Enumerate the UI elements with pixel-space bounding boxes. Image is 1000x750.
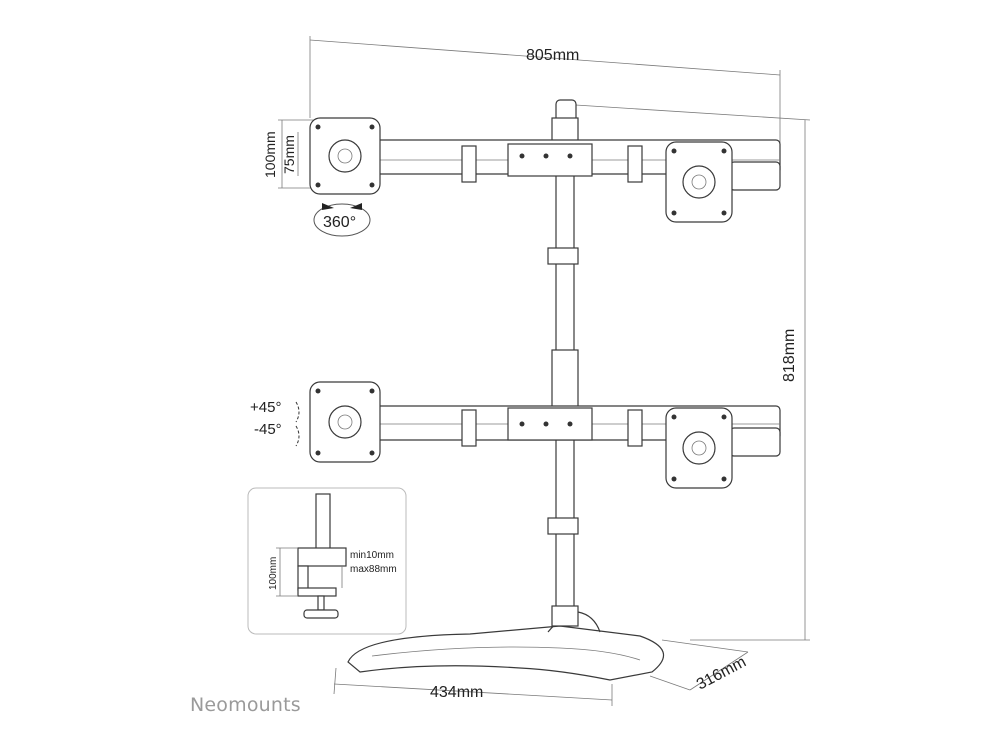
- base-depth-label: 316mm: [694, 653, 749, 693]
- width-label: 805mm: [526, 47, 579, 64]
- base-width-label: 434mm: [430, 684, 483, 701]
- vesa-dimension: 100mm 75mm: [262, 119, 318, 189]
- height-label: 818mm: [781, 329, 798, 382]
- tilt-down-label: -45°: [254, 421, 282, 438]
- rotation-label: 360°: [323, 214, 356, 231]
- width-dimension: 805mm: [309, 36, 781, 150]
- cable-clip: [547, 247, 579, 265]
- pole: [547, 99, 579, 627]
- clamp-min-label: min10mm: [350, 550, 394, 561]
- vesa-outer-label: 100mm: [262, 131, 278, 178]
- clamp-max-label: max88mm: [350, 564, 397, 575]
- tilt-indicator: +45° -45°: [250, 399, 300, 447]
- tilt-up-label: +45°: [250, 399, 281, 416]
- height-dimension: 818mm: [559, 103, 811, 641]
- clamp-height-label: 100mm: [268, 557, 279, 590]
- vesa-plate-bottom-left: [309, 381, 381, 463]
- rotation-indicator: 360°: [313, 203, 371, 237]
- vesa-plate-bottom-right: [665, 407, 733, 489]
- brand-logo-text: Neomounts: [190, 694, 301, 716]
- vesa-plate-top-left: [309, 117, 381, 195]
- vesa-plate-top-right: [665, 141, 733, 223]
- vesa-inner-label: 75mm: [281, 135, 297, 174]
- cable-clip-lower: [547, 517, 579, 535]
- clamp-inset: 100mm min10mm max88mm: [247, 487, 407, 635]
